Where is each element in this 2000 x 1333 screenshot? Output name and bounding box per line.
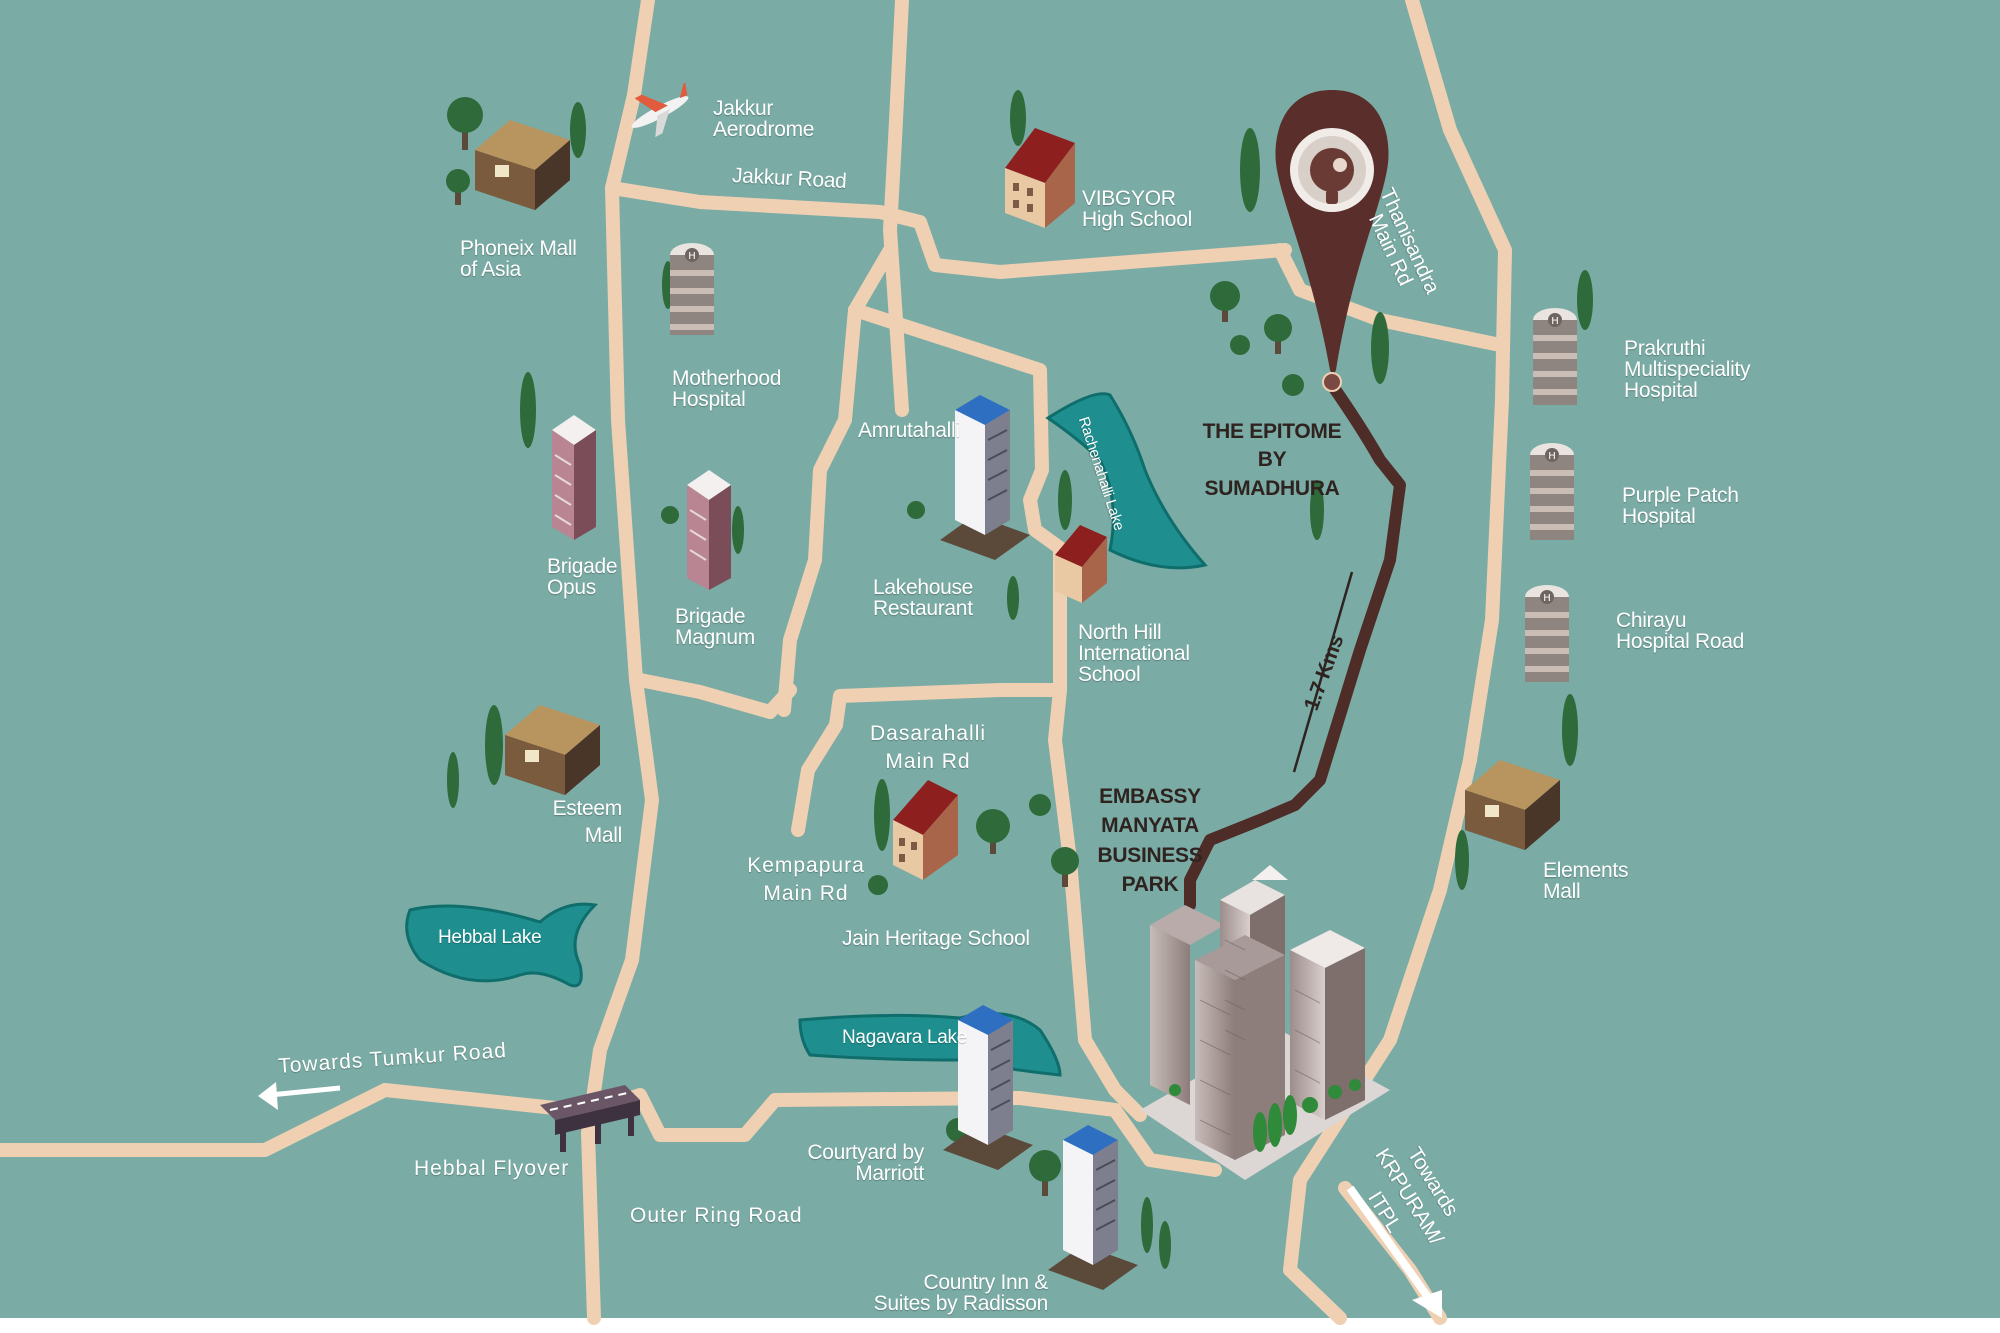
hebbal-lake-shape	[405, 902, 599, 988]
nagavara-lake-label: Nagavara Lake	[842, 1027, 967, 1048]
purple-patch-hospital-label: Purple Patch Hospital	[1622, 484, 1739, 528]
vibgyor-school-label: VIBGYOR High School	[1082, 187, 1192, 231]
esteem-mall-label: Esteem Mall	[552, 797, 623, 848]
dasarahalli-road-label: Dasarahalli Main Rd	[869, 722, 987, 774]
svg-text:H: H	[1551, 316, 1559, 327]
amrutahalli-label: Amrutahalli	[858, 419, 960, 442]
brigade-opus-tower-icon	[552, 415, 596, 540]
phoenix-mall-label: Phoneix Mall of Asia	[460, 237, 577, 281]
project-name-label: THE EPITOME BY SUMADHURA	[1202, 420, 1342, 500]
brigade-magnum-tower-icon	[687, 470, 731, 590]
svg-text:H: H	[1548, 451, 1556, 462]
jakkur-aerodrome-label: Jakkur Aerodrome	[713, 97, 815, 141]
country-inn-label: Country Inn & Suites by Radisson	[873, 1271, 1049, 1315]
purple-patch-hospital-icon: H	[1530, 443, 1574, 540]
vibgyor-school-building-icon	[1005, 128, 1075, 228]
route-line	[1184, 379, 1406, 911]
jakkur-road-label: Jakkur Road	[731, 164, 848, 193]
prakruthi-hospital-label: Prakruthi Multispeciality Hospital	[1624, 337, 1751, 402]
jain-heritage-school-label: Jain Heritage School	[842, 927, 1030, 950]
arrow-left-icon	[258, 1082, 341, 1110]
brigade-opus-label: Brigade Opus	[547, 555, 618, 599]
courtyard-marriott-label: Courtyard by Marriott	[807, 1141, 924, 1185]
jain-heritage-school-building-icon	[893, 780, 958, 880]
outer-ring-road-label: Outer Ring Road	[630, 1204, 803, 1227]
north-hill-school-building-icon	[1055, 525, 1107, 603]
business-park-label: EMBASSY MANYATA BUSINESS PARK	[1097, 785, 1203, 897]
hebbal-flyover-icon	[540, 1085, 640, 1152]
kempapura-road-label: Kempapura Main Rd	[747, 854, 865, 906]
lakehouse-restaurant-label: Lakehouse Restaurant	[873, 576, 974, 620]
north-hill-school-label: North Hill International School	[1078, 621, 1190, 686]
country-inn-tower-icon	[1048, 1125, 1138, 1290]
airplane-icon	[631, 82, 689, 138]
amrutahalli-tower-icon	[940, 395, 1030, 560]
esteem-mall-building-icon	[505, 705, 600, 795]
prakruthi-hospital-icon: H	[1533, 308, 1577, 405]
distance-marker-line	[1292, 571, 1354, 773]
brigade-magnum-label: Brigade Magnum	[675, 605, 755, 649]
embassy-manyata-building-icon	[1140, 865, 1390, 1180]
elements-mall-building-icon	[1465, 760, 1560, 850]
svg-text:H: H	[1543, 593, 1551, 604]
hebbal-lake-label: Hebbal Lake	[438, 927, 542, 948]
chirayu-hospital-label: Chirayu Hospital Road	[1616, 609, 1745, 653]
arrow-down-icon	[1346, 1185, 1442, 1318]
phoenix-mall-building-icon	[475, 120, 570, 210]
motherhood-hospital-label: Motherhood Hospital	[672, 367, 782, 411]
map-bottom-margin	[0, 1318, 2000, 1333]
svg-text:H: H	[688, 251, 696, 262]
chirayu-hospital-icon: H	[1525, 585, 1569, 682]
motherhood-hospital-icon: H	[670, 243, 714, 335]
elements-mall-label: Elements Mall	[1543, 859, 1629, 903]
rachenahalli-lake-shape	[1045, 392, 1208, 570]
location-pin-icon	[1275, 90, 1389, 392]
hebbal-flyover-label: Hebbal Flyover	[414, 1157, 570, 1180]
courtyard-marriott-tower-icon	[943, 1005, 1033, 1170]
